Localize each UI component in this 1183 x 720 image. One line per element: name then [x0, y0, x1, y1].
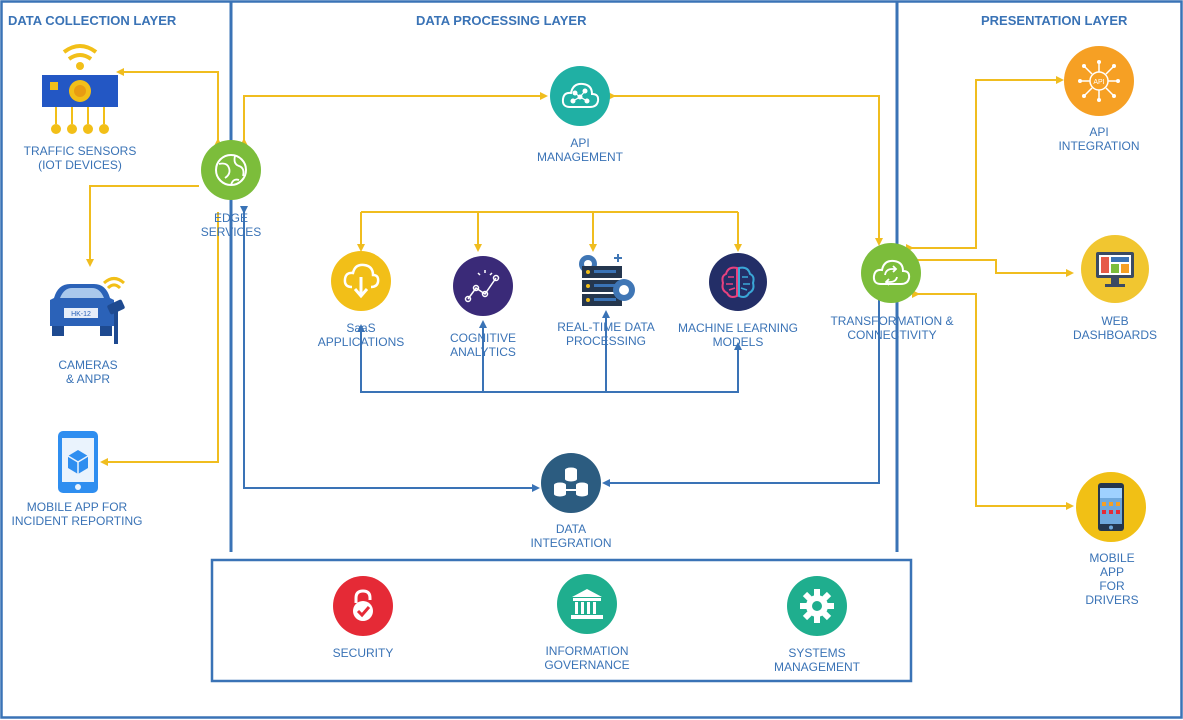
globe-icon [215, 154, 247, 186]
drivers-app-node [1076, 472, 1146, 542]
label-realtime: REAL-TIME DATA PROCESSING [557, 320, 655, 348]
connector-api-transformation [608, 92, 883, 246]
connector-edge-sensors [116, 68, 222, 146]
label-saas: SaaS APPLICATIONS [317, 321, 405, 349]
cloud-network-icon [561, 82, 600, 108]
analytics-graph-icon [464, 270, 500, 303]
connector-transformation-data [602, 290, 883, 487]
governance-node [557, 574, 617, 634]
label-data-integration: DATA INTEGRATION [530, 522, 612, 550]
label-transformation: TRANSFORMATION & CONNECTIVITY [830, 314, 954, 342]
label-api-integration: API INTEGRATION [1058, 125, 1140, 153]
systems-management-node [787, 576, 847, 636]
connector-edge-cameras [86, 185, 199, 267]
label-security: SECURITY [332, 646, 394, 660]
label-ml: MACHINE LEARNING MODELS [677, 321, 799, 349]
connector-transformation-api-integration [906, 76, 1064, 252]
edge-services-node [201, 140, 261, 200]
security-node [333, 576, 393, 636]
brain-icon [721, 266, 755, 298]
connector-analytics-return-bus [360, 342, 742, 393]
api-network-icon: API [1078, 60, 1120, 102]
foundation-frame [210, 558, 913, 683]
connector-transformation-drivers [912, 290, 1074, 510]
license-plate-text: HK-12 [71, 311, 91, 318]
label-traffic-sensors: TRAFFIC SENSORS (IOT DEVICES) [23, 144, 137, 172]
smartphone-icon [1098, 483, 1124, 531]
server-gears-icon [579, 254, 635, 306]
data-integration-node [541, 453, 601, 513]
connector-edge-api [240, 92, 548, 146]
transformation-node [861, 243, 921, 303]
api-badge-text: API [1093, 79, 1104, 86]
padlock-icon [353, 589, 373, 621]
mobile-phone-icon [58, 431, 98, 493]
connector-transformation-dashboards [912, 256, 1074, 277]
label-systems: SYSTEMS MANAGEMENT [773, 646, 861, 674]
monitor-dashboard-icon [1096, 252, 1134, 287]
label-governance: INFORMATION GOVERNANCE [544, 644, 630, 672]
gear-icon [800, 589, 834, 623]
camera-car-icon: HK-12 [50, 277, 126, 344]
api-management-node [550, 66, 610, 126]
layer-title-presentation: PRESENTATION LAYER [981, 13, 1128, 28]
machine-learning-node [709, 253, 767, 311]
building-icon [571, 589, 603, 619]
iot-sensor-icon [42, 44, 118, 134]
label-api-management: API MANAGEMENT [536, 136, 624, 164]
cloud-sync-icon [872, 259, 911, 286]
cognitive-analytics-node [453, 256, 513, 316]
cloud-download-icon [343, 263, 380, 299]
web-dashboards-node [1081, 235, 1149, 303]
label-edge-services: EDGE SERVICES [200, 211, 262, 239]
connector-edge-data [240, 206, 540, 492]
layer-title-processing: DATA PROCESSING LAYER [416, 13, 587, 28]
label-dashboards: WEB DASHBOARDS [1072, 314, 1158, 342]
connector-edge-mobile [100, 212, 219, 466]
saas-node [331, 251, 391, 311]
layer-title-collection: DATA COLLECTION LAYER [8, 13, 177, 28]
database-icon [554, 467, 588, 497]
label-cameras: CAMERAS & ANPR [58, 358, 118, 386]
label-mobile-reporting: MOBILE APP FOR INCIDENT REPORTING [11, 500, 143, 528]
label-cognitive: COGNITIVE ANALYTICS [449, 331, 517, 359]
api-integration-node: API [1064, 46, 1134, 116]
label-drivers: MOBILE APP FOR DRIVERS [1085, 551, 1139, 607]
